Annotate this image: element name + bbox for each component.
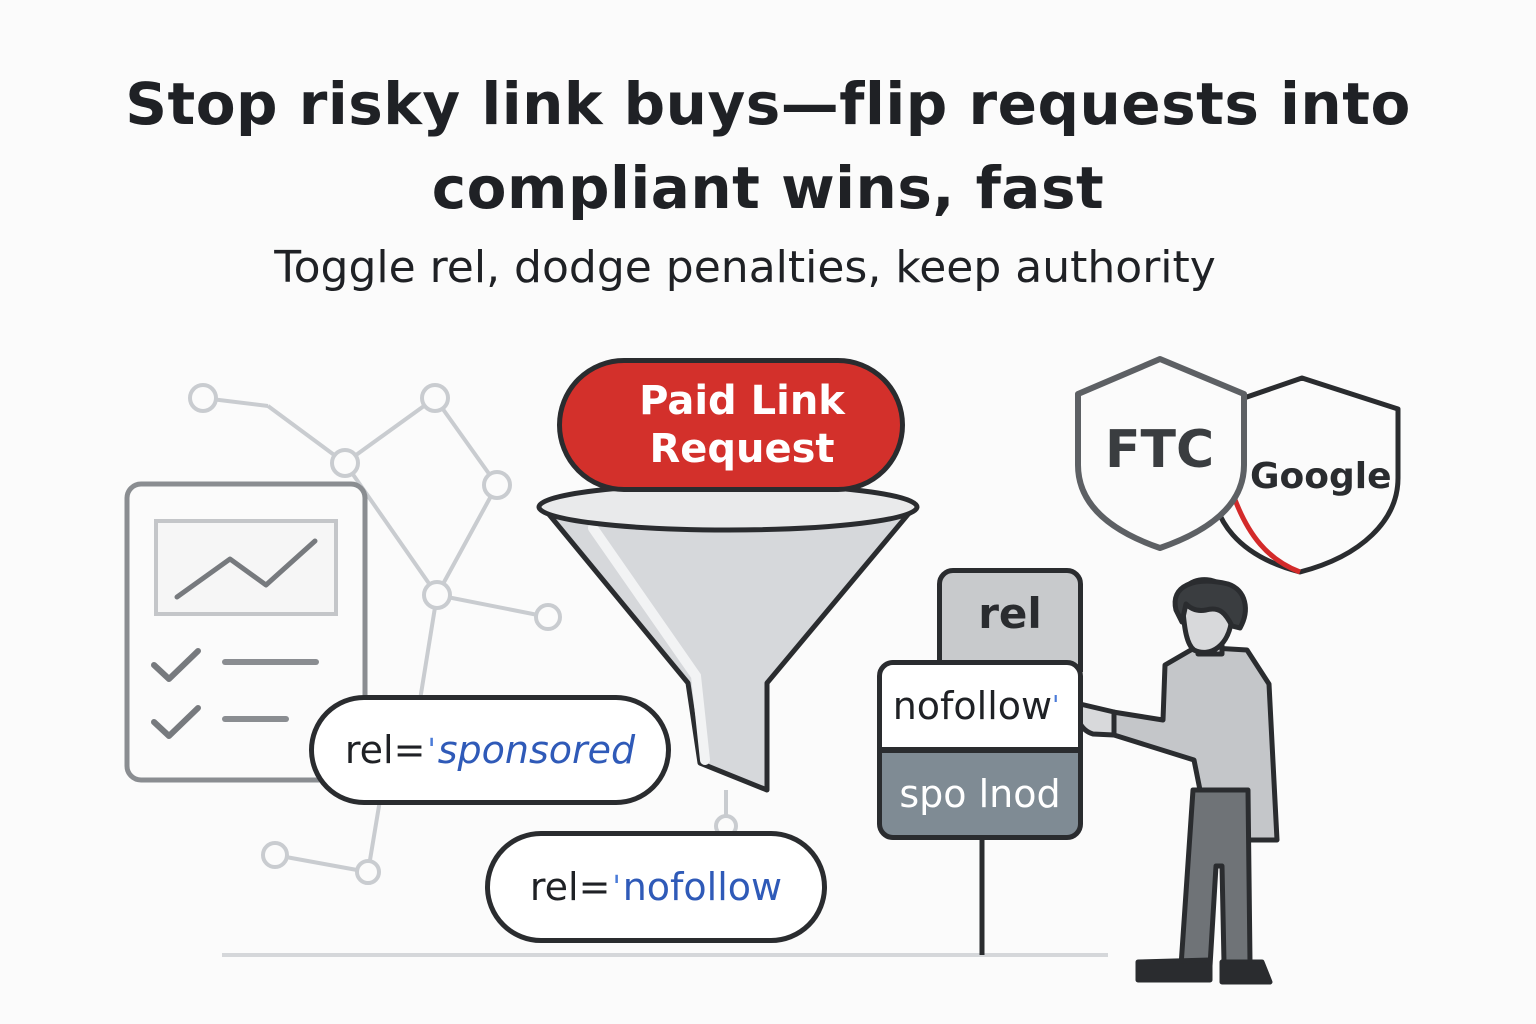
funnel-icon: [536, 481, 920, 793]
rel-value-nofollow: nofollow: [622, 865, 783, 909]
person-icon: [1075, 577, 1280, 985]
title-line-1: Stop risky link buys—flip requests into: [125, 70, 1411, 138]
rel-attr-label: rel=: [344, 728, 426, 772]
page-title: Stop risky link buys—flip requests into …: [0, 62, 1536, 230]
quote-mark: ': [427, 732, 436, 768]
rel-option-selected: nofollow': [877, 660, 1083, 752]
request-line-1: Paid Link: [639, 378, 845, 424]
quote-mark: ': [1052, 691, 1060, 721]
request-line-2: Request: [649, 426, 835, 472]
rel-sponsored-pill: rel='sponsored: [309, 695, 671, 805]
quote-mark: ': [612, 869, 621, 905]
checkmark-icon: [151, 648, 201, 739]
rel-value-sponsored: sponsored: [437, 728, 636, 772]
paid-link-request-badge: Paid Link Request: [557, 358, 905, 492]
google-shield-label: Google: [1250, 456, 1392, 497]
rel-nofollow-pill: rel='nofollow: [485, 831, 827, 943]
subtitle: Toggle rel, dodge penalties, keep author…: [274, 242, 1216, 293]
rel-option-unselected: spo lnod: [877, 748, 1083, 840]
title-line-2: compliant wins, fast: [431, 154, 1105, 222]
network-graph-icon: [188, 383, 738, 885]
ftc-shield-label: FTC: [1105, 420, 1215, 480]
report-chart-icon: [124, 481, 368, 783]
rel-option-selected-label: nofollow: [892, 684, 1053, 728]
rel-attr-label: rel=: [529, 865, 611, 909]
rel-selector-tab: rel: [937, 568, 1083, 672]
shield-icon: [1075, 356, 1401, 575]
